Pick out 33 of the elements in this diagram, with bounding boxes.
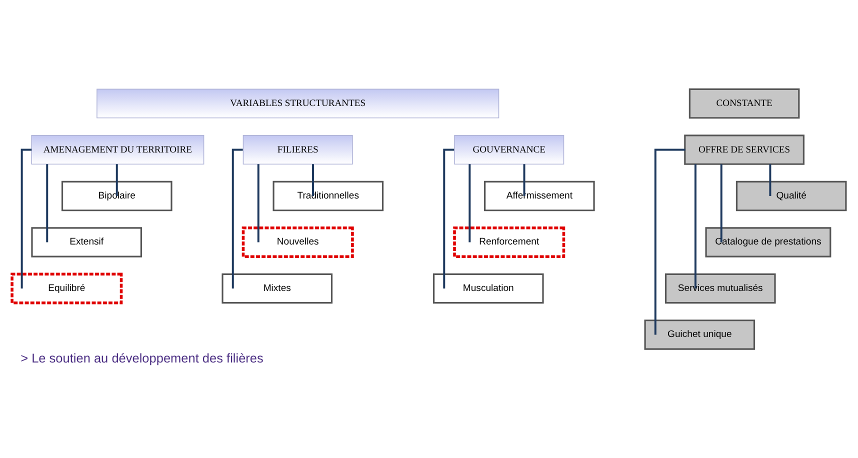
node-box: Bipolaire — [61, 180, 172, 211]
node-box: Catalogue de prestations — [705, 226, 832, 257]
connector — [654, 148, 686, 334]
node-box: Services mutualisés — [664, 272, 776, 304]
node-box: Qualité — [736, 180, 847, 211]
connector — [443, 148, 454, 288]
node-box: OFFRE DE SERVICES — [684, 134, 804, 164]
node-box: Equilibré — [10, 272, 123, 304]
connector — [312, 164, 314, 196]
connector — [116, 164, 118, 196]
caption: > Le soutien au développement des filières — [20, 350, 264, 365]
node-box: Mixtes — [222, 272, 333, 304]
node-box: Guichet unique — [644, 319, 756, 350]
connector — [46, 164, 48, 242]
node-box: Traditionnelles — [272, 180, 384, 211]
node-box: Extensif — [31, 226, 142, 257]
node-box: VARIABLES STRUCTURANTES — [96, 88, 500, 118]
connector — [769, 164, 772, 196]
node-box: AMENAGEMENT DU TERRITOIRE — [31, 134, 204, 164]
connector — [232, 148, 243, 288]
node-box: Affermissement — [484, 180, 595, 211]
connector — [468, 164, 471, 242]
node-box: GOUVERNANCE — [454, 134, 564, 164]
node-box: Musculation — [432, 272, 544, 304]
connector — [523, 164, 526, 196]
connector — [694, 164, 696, 288]
node-box: CONSTANTE — [688, 88, 800, 118]
node-box: FILIERES — [242, 134, 353, 164]
node-box: Renforcement — [453, 226, 566, 258]
node-box: Nouvelles — [242, 226, 354, 258]
connector — [257, 164, 260, 242]
connector — [20, 148, 32, 288]
connector — [720, 164, 722, 242]
